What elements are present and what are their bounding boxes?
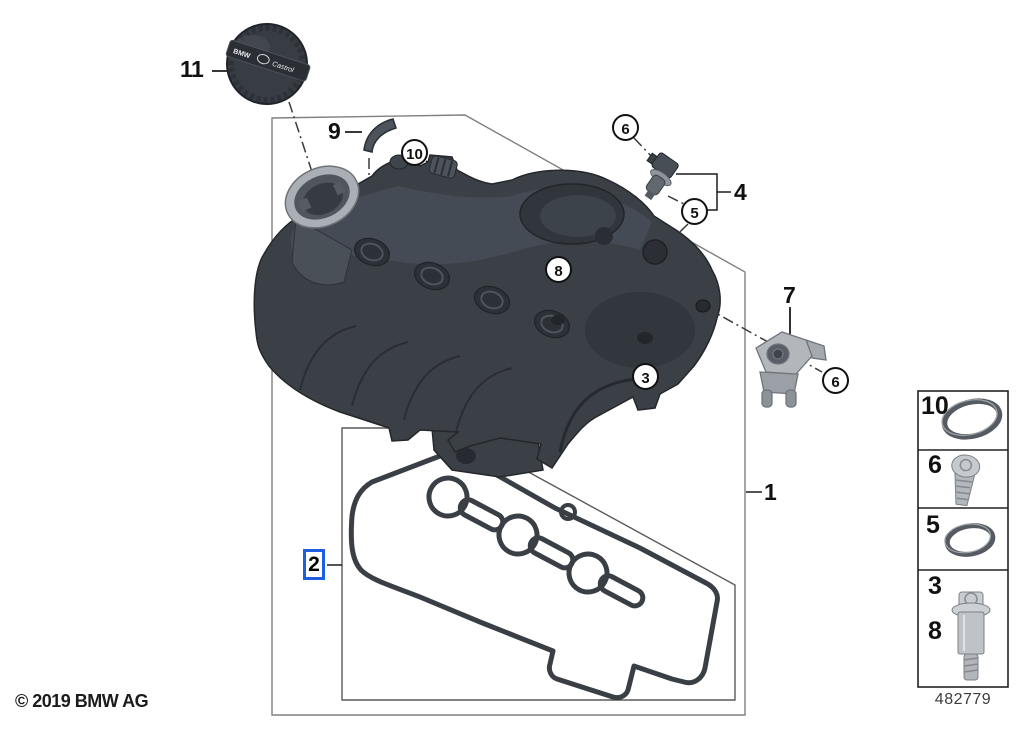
callout-9[interactable]: 9 — [328, 118, 341, 144]
legend-label-8[interactable]: 8 — [928, 617, 942, 645]
callout-11[interactable]: 11 — [180, 56, 204, 82]
legend-flanged-bolt — [951, 591, 991, 681]
callout-8-circle[interactable]: 8 — [545, 256, 572, 283]
callout-5-circle[interactable]: 5 — [681, 198, 708, 225]
oil-filler-neck — [284, 165, 360, 286]
callout-6-circle-top[interactable]: 6 — [612, 114, 639, 141]
gasket-drawing — [348, 450, 720, 701]
legend-o-ring-small — [944, 523, 996, 557]
callout-7[interactable]: 7 — [783, 282, 796, 308]
legend-label-6[interactable]: 6 — [928, 451, 942, 479]
callout-1[interactable]: 1 — [764, 479, 777, 505]
callout-6-circle-right[interactable]: 6 — [822, 367, 849, 394]
legend-o-ring-large — [941, 398, 1003, 440]
legend-torx-screw — [951, 454, 981, 507]
profile-seal-drawing — [363, 118, 397, 153]
callout-10-circle[interactable]: 10 — [401, 139, 428, 166]
sensor-drawing — [644, 152, 679, 201]
bracket-drawing — [755, 331, 827, 408]
legend-label-3[interactable]: 3 — [928, 572, 942, 600]
oil-cap-drawing: BMW Castrol — [225, 23, 311, 105]
callout-2-highlighted[interactable]: 2 — [303, 549, 325, 580]
oil-can-icon — [256, 53, 270, 65]
callout-4[interactable]: 4 — [734, 179, 747, 205]
legend-label-10[interactable]: 10 — [921, 392, 949, 420]
copyright-text: © 2019 BMW AG — [15, 691, 149, 711]
legend-table — [917, 390, 1009, 688]
valve-cover-drawing — [253, 154, 721, 478]
callout-3-circle[interactable]: 3 — [632, 363, 659, 390]
gasket-frame — [341, 427, 736, 701]
vent-nipple — [428, 155, 458, 179]
document-number: 482779 — [934, 691, 992, 708]
legend-label-5[interactable]: 5 — [926, 511, 940, 539]
